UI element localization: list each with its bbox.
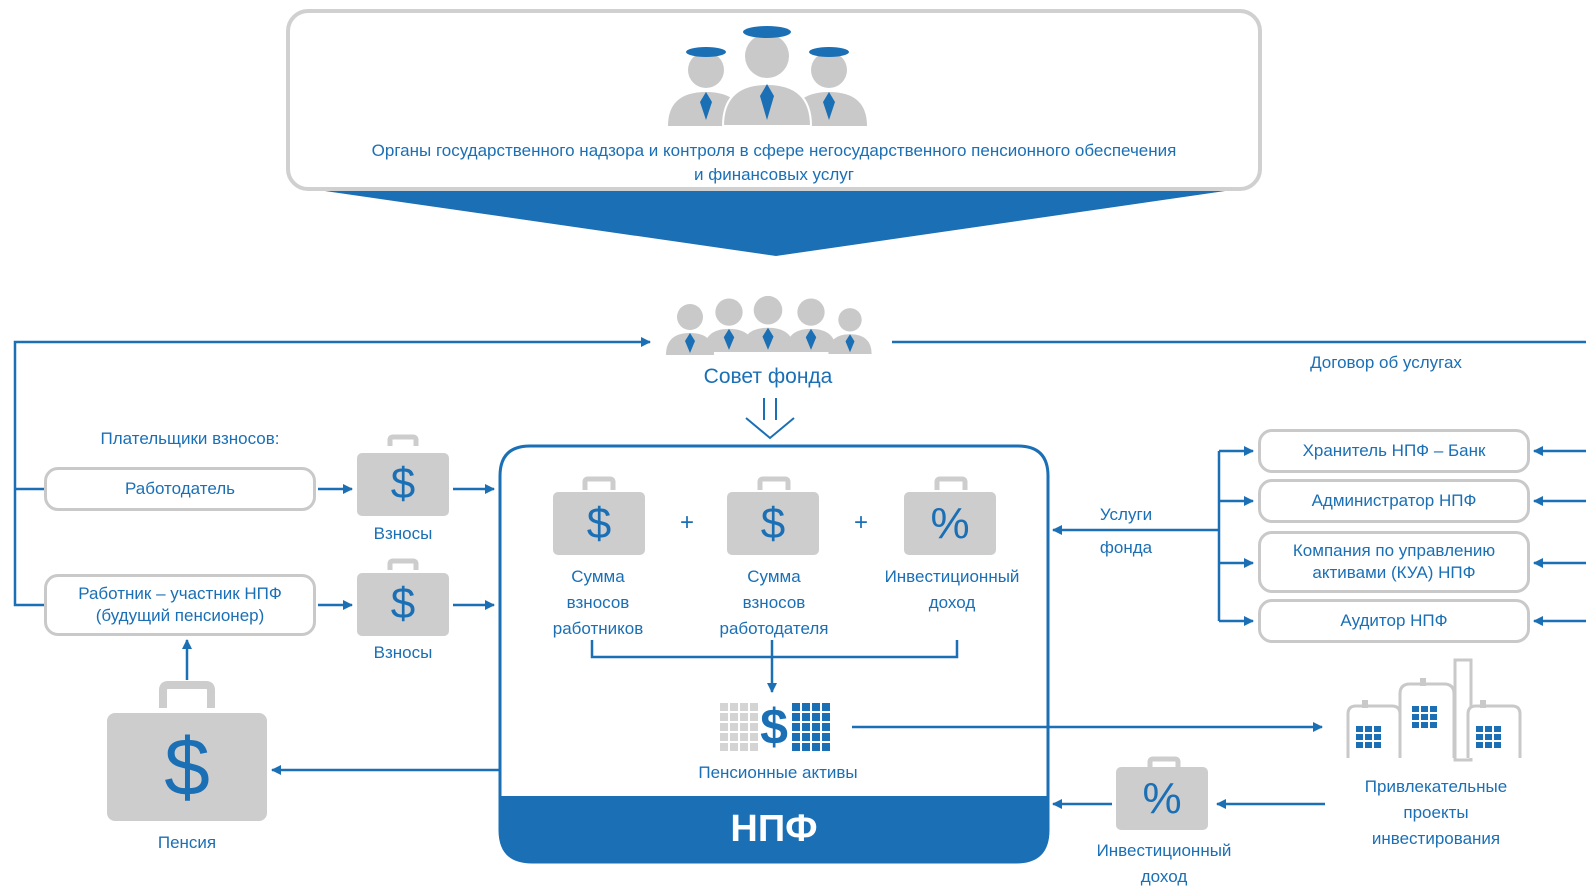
contributions-label-top: Взносы <box>373 524 433 543</box>
council-people-icon <box>666 295 872 355</box>
kua-box: Компания по управлению активами (КУА) НП… <box>1258 531 1530 593</box>
dollar-icon: $ <box>164 722 210 813</box>
fund-services-label: Услуги фонда <box>1099 505 1153 557</box>
factory-icon <box>1346 658 1522 762</box>
employer-sum-label: Сумма взносов работодателя <box>719 567 829 638</box>
percent-icon: % <box>930 499 970 548</box>
left-loop-line <box>13 342 650 607</box>
pension-assets-label: Пенсионные активы <box>698 763 858 782</box>
service-contract-label: Договор об услугах <box>1310 353 1462 372</box>
contributions-label-bottom: Взносы <box>373 643 433 662</box>
kua-label-line2: активами (КУА) НПФ <box>1312 563 1476 582</box>
administrator-label: Администратор НПФ <box>1311 491 1477 510</box>
custodian-label: Хранитель НПФ – Банк <box>1302 441 1486 460</box>
briefcase-shapes <box>107 434 1208 830</box>
dollar-icon: $ <box>760 699 788 755</box>
dollar-icon: $ <box>390 579 416 628</box>
payers-title: Плательщики взносов: <box>100 429 280 448</box>
flow-arrows <box>182 446 1586 809</box>
auditor-box: Аудитор НПФ <box>1258 599 1530 643</box>
dollar-icon: $ <box>390 459 416 508</box>
investment-income-out-label: Инвестиционный доход <box>1096 841 1232 886</box>
council-label: Совет фонда <box>703 365 833 388</box>
auditor-label: Аудитор НПФ <box>1340 611 1448 630</box>
dollar-icon: $ <box>760 499 786 548</box>
plus-sign: + <box>679 509 694 536</box>
plus-sign: + <box>853 509 868 536</box>
employer-box: Работодатель <box>44 467 316 511</box>
employee-sum-label: Сумма взносов работников <box>552 567 644 638</box>
kua-label-line1: Компания по управлению <box>1292 541 1496 560</box>
regulator-label-line1: Органы государственного надзора и контро… <box>371 141 1177 160</box>
regulator-people-icon <box>668 26 867 127</box>
employer-label: Работодатель <box>125 479 235 498</box>
percent-icon: % <box>1142 774 1182 823</box>
regulator-label-line2: и финансовых услуг <box>694 165 854 184</box>
pension-label: Пенсия <box>157 833 217 852</box>
custodian-box: Хранитель НПФ – Банк <box>1258 429 1530 473</box>
employee-label-line2: (будущий пенсионер) <box>95 606 265 625</box>
employee-box: Работник – участник НПФ (будущий пенсион… <box>44 574 316 636</box>
pension-assets-grid-icon <box>720 703 830 751</box>
dollar-icon: $ <box>586 499 612 548</box>
investment-projects-label: Привлекательные проекты инвестирования <box>1364 777 1508 848</box>
employee-label-line1: Работник – участник НПФ <box>78 584 282 603</box>
regulator-funnel <box>318 190 1232 256</box>
council-to-fund-arrow <box>745 398 795 440</box>
investment-income-label: Инвестиционный доход <box>884 567 1020 612</box>
regulator-box <box>286 9 1262 191</box>
administrator-box: Администратор НПФ <box>1258 479 1530 523</box>
fund-title: НПФ <box>730 808 818 850</box>
